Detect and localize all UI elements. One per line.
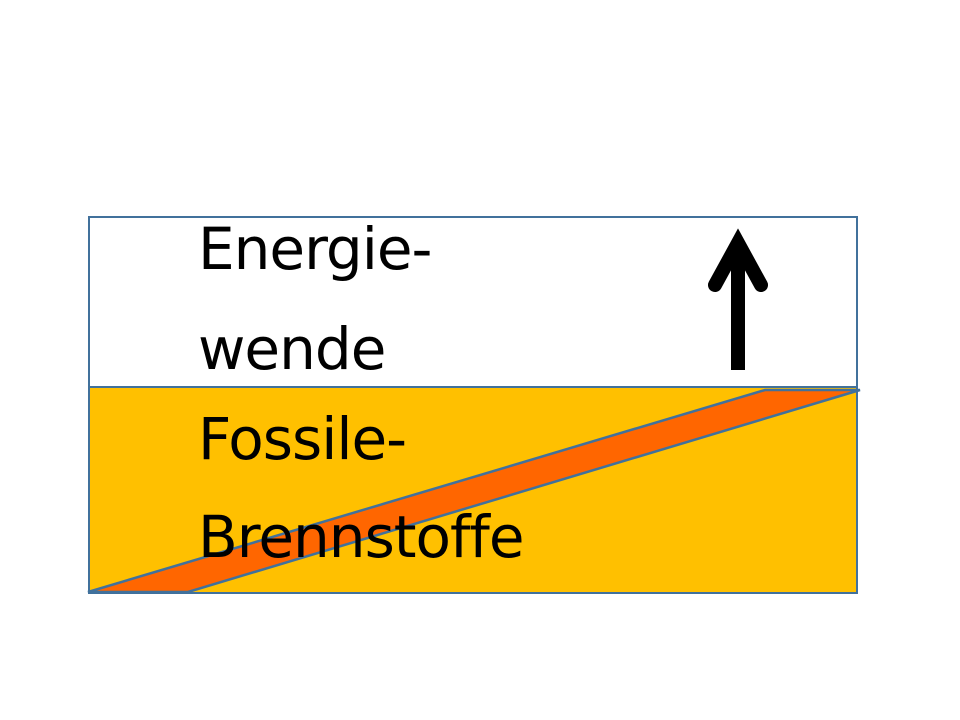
- arrow-up-icon: [708, 228, 768, 370]
- diagonal-strike: [87, 388, 861, 594]
- sign-bottom-text-line-1: Fossile-: [198, 405, 407, 473]
- sign-top-text-line-1: Energie-: [198, 215, 432, 283]
- sign-top-text-line-2: wende: [198, 315, 386, 383]
- sign-bottom-text-line-2: Brennstoffe: [198, 503, 525, 571]
